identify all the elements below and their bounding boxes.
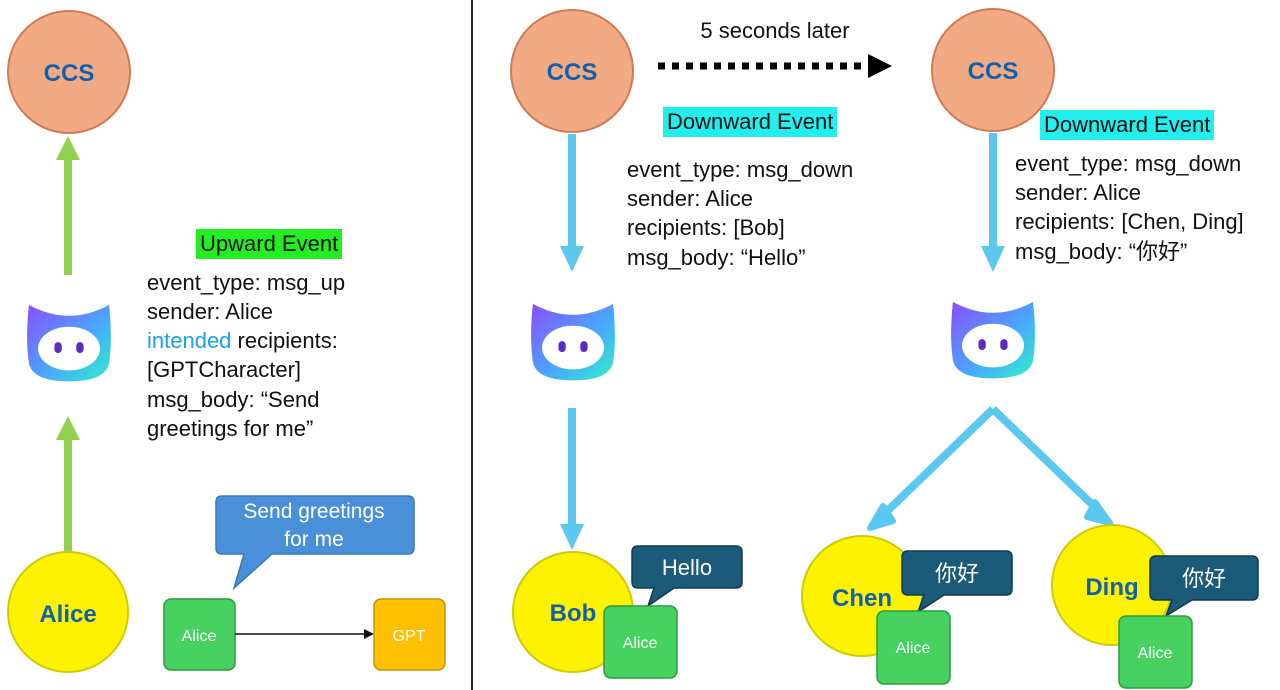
downward-arrow-bob-bottom-head <box>560 524 584 550</box>
downward-arrow-bob-top-head <box>560 246 584 272</box>
upward-event-type: event_type: msg_up <box>147 270 346 295</box>
recipients-label: recipients: <box>231 328 338 353</box>
downward-group-event-type: event_type: msg_down <box>1015 151 1242 176</box>
split-arrow-ding-head <box>1084 499 1113 526</box>
upward-arrow-bottom-head <box>56 416 80 440</box>
alice-node <box>7 551 129 673</box>
speech-bubble-ding <box>1149 555 1259 618</box>
bot-icon <box>27 304 111 382</box>
ccs-node-middle <box>510 9 634 133</box>
bubble-text-line1: Send greetings <box>243 500 384 523</box>
alice-label: Alice <box>39 601 96 628</box>
upward-msg-body-line1: msg_body: “Send <box>147 387 320 412</box>
chen-label: Chen <box>832 585 892 612</box>
ccs-node-right <box>931 8 1055 132</box>
downward-bob-sender: sender: Alice <box>627 186 753 211</box>
transition-label: 5 seconds later <box>700 18 849 43</box>
bot-icon <box>951 301 1035 379</box>
bubble-text-bob: Hello <box>662 555 712 580</box>
gpt-box-label: GPT <box>393 628 426 645</box>
downward-event-label-bob: Downward Event <box>663 107 838 137</box>
alice-tag-chen <box>876 610 951 685</box>
alice-tag-ding <box>1118 615 1193 689</box>
downward-event-label-group: Downward Event <box>1040 110 1215 140</box>
alice-tag-bob-label: Alice <box>623 635 658 652</box>
alice-tag-ding-label: Alice <box>1138 645 1173 662</box>
bubble-text-line2: for me <box>284 528 344 551</box>
split-arrow-chen-head <box>867 503 896 531</box>
upward-recipients: intended recipients: <box>147 326 338 355</box>
gpt-box <box>373 598 446 671</box>
downward-group-recipients: recipients: [Chen, Ding] <box>1015 209 1244 234</box>
ccs-label-left: CCS <box>44 60 95 87</box>
upward-sender: sender: Alice <box>147 299 273 324</box>
bubble-text-chen: 你好 <box>935 562 979 587</box>
upward-event-label: Upward Event <box>196 229 343 259</box>
downward-bob-msg-body: msg_body: “Hello” <box>627 245 806 270</box>
upward-arrow-top-head <box>56 136 80 160</box>
alice-to-gpt-arrowhead <box>364 629 374 639</box>
ccs-node-left <box>7 10 131 134</box>
ding-label: Ding <box>1085 574 1138 601</box>
alice-tag-bob <box>603 605 678 679</box>
ccs-label-middle: CCS <box>547 59 598 86</box>
downward-bob-recipients: recipients: [Bob] <box>627 215 785 240</box>
transition-arrowhead <box>868 54 892 78</box>
bob-label: Bob <box>550 600 597 627</box>
split-arrow-chen <box>875 406 996 523</box>
downward-arrow-group-top-head <box>981 246 1005 272</box>
intended-keyword: intended <box>147 328 232 353</box>
alice-box-label: Alice <box>182 628 217 645</box>
split-arrow-ding <box>990 406 1105 517</box>
bot-icon <box>531 303 615 381</box>
bubble-text-ding: 你好 <box>1182 567 1226 592</box>
speech-bubble-send-greetings <box>215 495 415 591</box>
ccs-label-right: CCS <box>968 58 1019 85</box>
speech-bubble-chen <box>901 550 1013 614</box>
downward-bob-event-type: event_type: msg_down <box>627 157 854 182</box>
downward-group-sender: sender: Alice <box>1015 180 1141 205</box>
upward-msg-body-line2: greetings for me” <box>147 416 314 441</box>
upward-recipients-value: [GPTCharacter] <box>147 357 302 382</box>
downward-group-msg-body: msg_body: “你好” <box>1015 239 1188 264</box>
speech-bubble-bob <box>631 545 743 608</box>
alice-tag-chen-label: Alice <box>896 640 931 657</box>
